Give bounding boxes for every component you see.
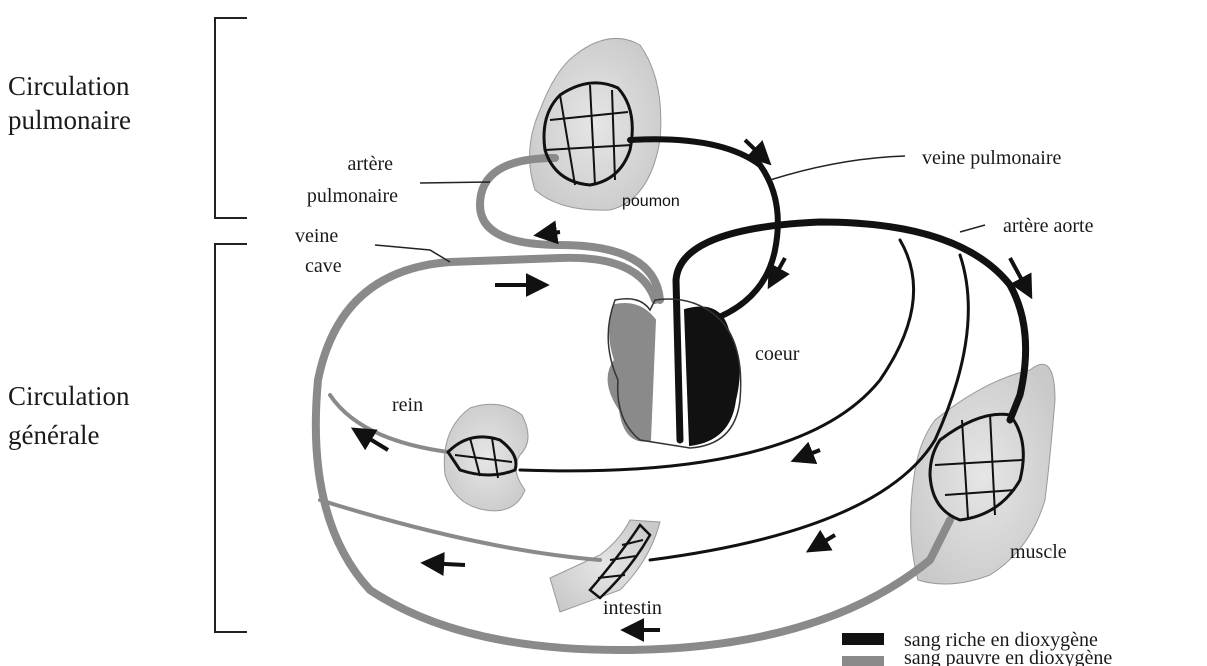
pulmonary-bracket xyxy=(215,18,247,218)
legend-swatch-poor xyxy=(842,656,884,666)
arrow-intestine-return xyxy=(425,563,465,565)
label-lung: poumon xyxy=(622,193,680,210)
label-pulmonary-vein: veine pulmonaire xyxy=(922,147,1062,169)
label-pulmonary-artery: artère pulmonaire xyxy=(307,153,398,207)
arrow-intestine-in xyxy=(810,535,835,550)
legend-swatch-rich xyxy=(842,633,884,645)
legend-label-poor: sang pauvre en dioxygène xyxy=(904,647,1112,666)
label-vena-cava: veine cave xyxy=(295,225,343,277)
label-muscle: muscle xyxy=(1010,541,1067,563)
arrow-kidney-return xyxy=(355,430,388,450)
leader-lines xyxy=(375,156,985,262)
label-intestine: intestin xyxy=(603,597,662,619)
arrow-kidney-in xyxy=(795,450,820,460)
general-bracket xyxy=(215,244,247,632)
section-title-pulmonary: Circulation pulmonaire xyxy=(8,71,136,135)
legend: sang riche en dioxygène sang pauvre en d… xyxy=(842,629,1112,666)
label-aorta: artère aorte xyxy=(1003,215,1094,237)
section-title-general: Circulation générale xyxy=(8,381,136,450)
label-heart: coeur xyxy=(755,343,800,365)
label-kidney: rein xyxy=(392,394,423,416)
arrow-pulmonary-artery xyxy=(538,232,560,235)
